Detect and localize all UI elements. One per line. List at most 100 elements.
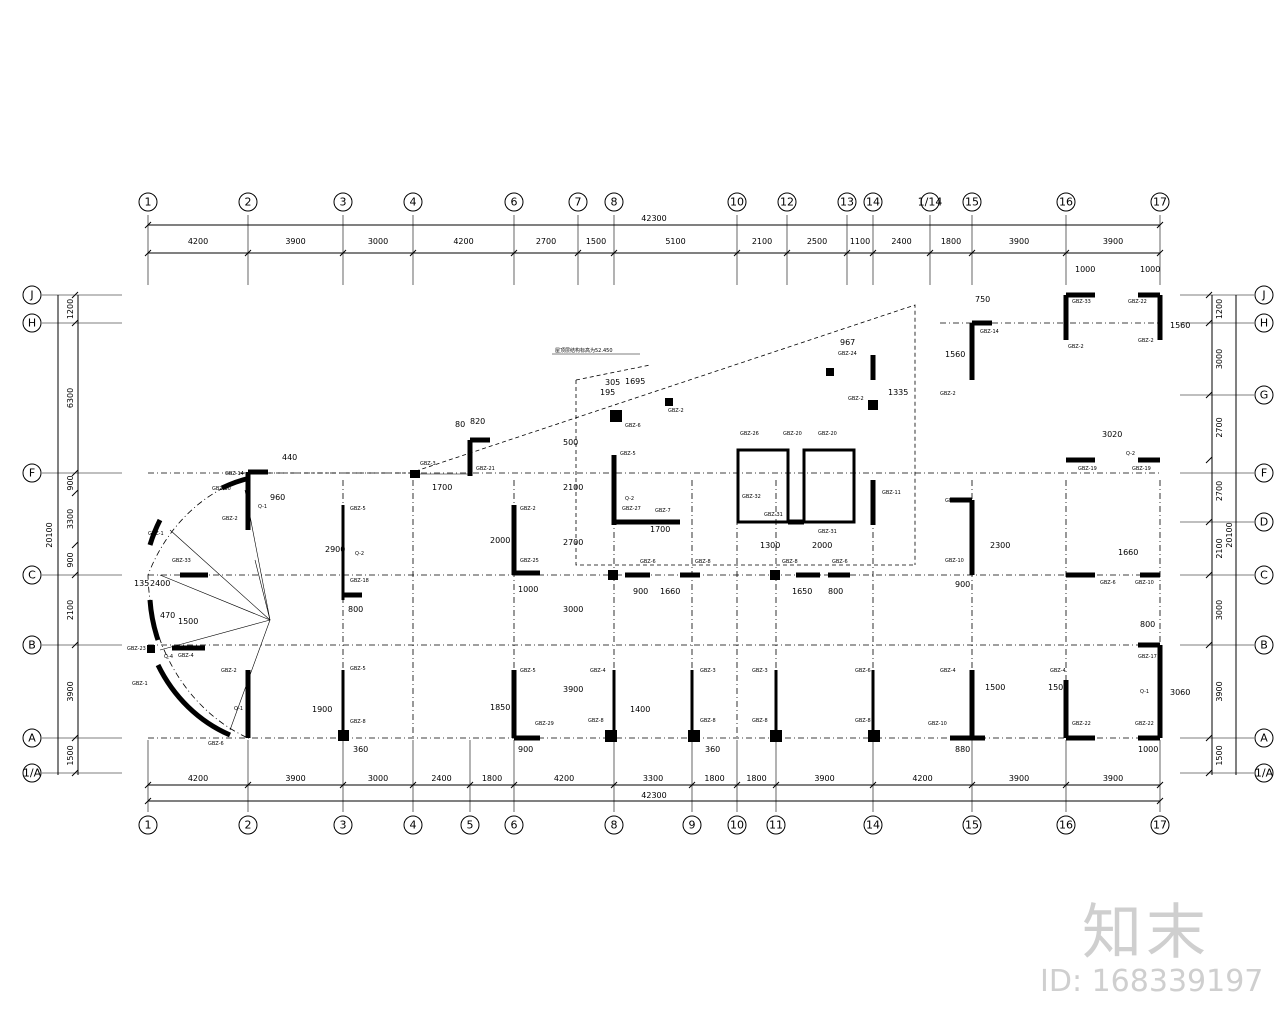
bottom-axis-bubble-label: 3 [340,819,347,832]
dim-tick [733,249,741,257]
top-axis-bubble: 13 [837,192,857,212]
dim-tick [926,249,934,257]
right-dim-text: 3000 [1215,600,1224,620]
gbz6-label-d: GBZ-6 [855,668,871,674]
right-axis-bubble: G [1254,385,1274,405]
roof-elevation-note: 屋顶层结构标高为52.450 [555,347,613,354]
dim-3060: 3060 [1170,688,1190,697]
bottom-axis-bubble: 10 [727,815,747,835]
dim-tick [869,781,877,789]
top-dim-text: 1100 [850,237,870,246]
bottom-axis-bubble-label: 9 [689,819,696,832]
right-dim-text: 2700 [1215,481,1224,501]
gbz31-label-b: GBZ-31 [818,529,837,535]
dim-tick [71,291,79,299]
dim-tick [1205,319,1213,327]
gbz3-label-a: GBZ-3 [420,461,436,467]
dim-1660-b: 1660 [1118,548,1138,557]
gbz10-label-c: GBZ-10 [1135,580,1154,586]
dim-1500-b: 1500 [1048,683,1068,692]
gbz8-label-f: GBZ-8 [782,559,798,565]
curved-bay: 2400 135 1500 GBZ-23 GBZ-1 GBZ-1 GBZ-33 … [127,471,271,747]
gbz21-label: GBZ-21 [476,466,495,472]
top-dim-text: 2100 [752,237,772,246]
bottom-dim-text: 1800 [746,774,766,783]
dim-135-curve: 135 [134,579,149,588]
top-axis-bubble-label: 13 [840,196,854,209]
dim-tick [610,249,618,257]
gbz5-label-b: GBZ-5 [350,666,366,672]
left-axis-bubble-label: B [28,639,36,652]
right-dimension-chain: 20100 [1211,295,1237,775]
gbz2-label-i: GBZ-2 [668,408,684,414]
bottom-axis-bubble: 8 [604,815,624,835]
left-dim-text: 3300 [66,509,75,529]
bottom-axis-bubble-label: 10 [730,819,744,832]
bottom-dim-text: 1800 [704,774,724,783]
dim-2000-a: 2000 [490,536,510,545]
dim-1500-curve: 1500 [178,617,198,626]
gbz8-label-a: GBZ-8 [350,719,366,725]
top-axis-bubble: 6 [504,192,524,212]
gbz4-label-d: GBZ-4 [1050,668,1066,674]
dim-tick [144,221,152,229]
gbz4-label: GBZ-4 [178,653,194,659]
top-axis-bubble-label: 1 [145,196,152,209]
bottom-dim-text: 3900 [1103,774,1123,783]
top-axis-bubble-label: 2 [245,196,252,209]
gbz19-label-a: GBZ-19 [1078,466,1097,472]
left-axis-bubble: B [22,635,42,655]
bottom-axis-bubble: 3 [333,815,353,835]
gbz20-label-b: GBZ-20 [818,431,837,437]
bottom-axis-bubble-label: 8 [611,819,618,832]
roof-outline: 屋顶层结构标高为52.450 [262,304,916,566]
dim-tick [339,781,347,789]
right-axis-bubble: B [1254,635,1274,655]
bottom-dim-text: 3900 [814,774,834,783]
gbz23-label: GBZ-23 [127,646,146,652]
gbz22-label-b: GBZ-22 [1135,721,1154,727]
dim-tick [1205,456,1213,464]
dim-tick [1156,797,1164,805]
bottom-axis-bubble-label: 5 [467,819,474,832]
component-labels: GBZ-5 GBZ-18 GBZ-5 GBZ-8 GBZ-2 GBZ-2 GBZ… [164,299,1157,727]
dim-tick [71,469,79,477]
dim-2900: 2900 [325,545,345,554]
bottom-axis-bubble: 14 [863,815,883,835]
watermark-logo: 知末 [1082,898,1210,968]
dim-750: 750 [975,295,990,304]
detail-dimensions: 2900 800 1900 360 1700 80 820 2000 1000 … [160,265,1190,754]
gbz19-label-b: GBZ-19 [1132,466,1151,472]
dim-305: 305 [605,378,620,387]
gbz25-label: GBZ-25 [520,558,539,564]
dim-tick [610,781,618,789]
q1-label-c: Q-1 [1140,689,1149,695]
right-dim-text: 3000 [1215,349,1224,369]
gbz33-label: GBZ-33 [172,558,191,564]
right-axis-bubble-label: G [1260,389,1269,402]
top-axis-bubble: 10 [727,192,747,212]
dim-tick [409,249,417,257]
dim-tick [71,769,79,777]
gbz11-label: GBZ-11 [882,490,901,496]
bottom-dim-text: 3000 [368,774,388,783]
dim-2100-a: 2100 [563,483,583,492]
top-dim-text: 2400 [891,237,911,246]
left-axis-bubble-label: J [29,289,33,302]
dim-967: 967 [840,338,855,347]
dim-800-c: 800 [1140,620,1155,629]
gbz30-label: GBZ-30 [212,486,231,492]
top-axis-bubble-label: 12 [780,196,794,209]
gbz8-label-b: GBZ-8 [695,559,711,565]
right-axis-bubble-label: F [1261,467,1267,480]
q2-label-c: Q-2 [1126,451,1135,457]
dim-tick [772,781,780,789]
bottom-axis-bubble: 2 [238,815,258,835]
dim-1900: 1900 [312,705,332,714]
bottom-axis-bubble: 5 [460,815,480,835]
top-axis-bubble: 15 [962,192,982,212]
dim-960: 960 [270,493,285,502]
